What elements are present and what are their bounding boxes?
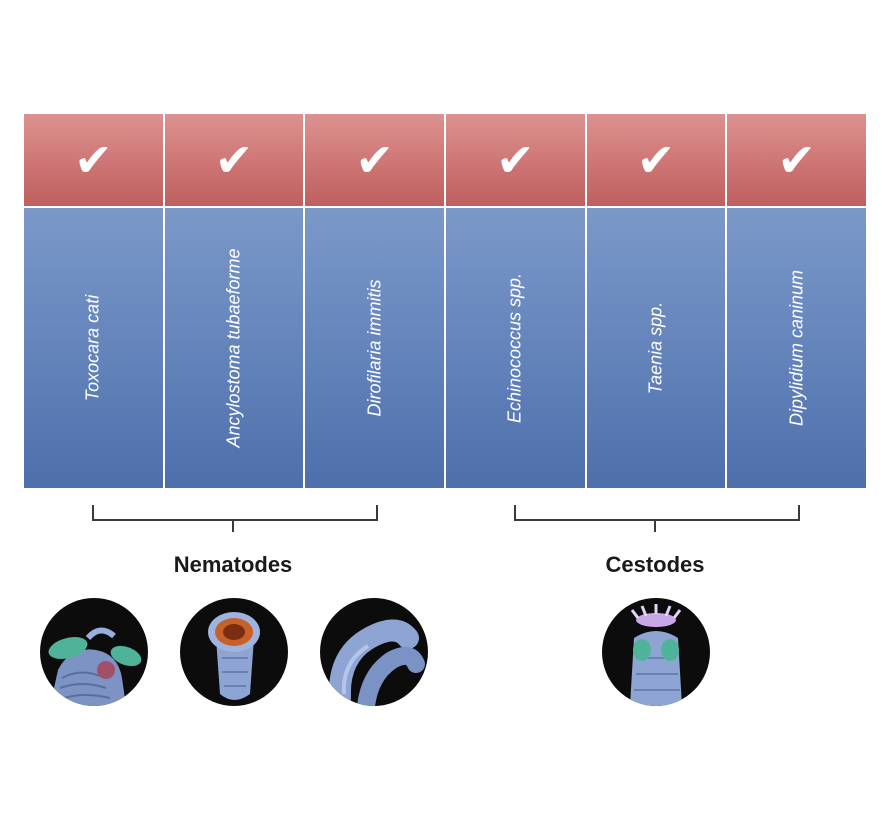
- cestodes-bracket-tick: [654, 520, 656, 532]
- species-cell: Toxocara cati: [24, 208, 163, 488]
- species-cell: Ancylostoma tubaeforme: [164, 208, 304, 488]
- cestodes-label: Cestodes: [605, 552, 705, 577]
- species-name: Dirofilaria immitis: [364, 279, 385, 417]
- dirofilaria-micrograph-icon: [320, 598, 428, 706]
- check-icon: ✔: [496, 133, 535, 187]
- column-echinococcus: ✔ Echinococcus spp.: [446, 114, 585, 488]
- check-cell: ✔: [446, 114, 585, 206]
- nematodes-bracket-tick: [232, 520, 234, 532]
- check-icon: ✔: [636, 133, 676, 187]
- species-cell: Dipylidium caninum: [727, 208, 867, 488]
- species-name: Dipylidium caninum: [786, 269, 807, 427]
- cestode-scolex-micrograph-icon: [602, 598, 710, 706]
- check-cell: ✔: [164, 114, 304, 206]
- check-cell: ✔: [586, 114, 726, 206]
- nematodes-bracket: [92, 505, 378, 521]
- column-taenia: ✔ Taenia spp.: [586, 114, 726, 488]
- species-cell: Echinococcus spp.: [446, 208, 585, 488]
- column-ancylostoma: ✔ Ancylostoma tubaeforme: [164, 114, 304, 488]
- species-name: Toxocara cati: [82, 294, 103, 402]
- species-cell: Dirofilaria immitis: [305, 208, 445, 488]
- column-dirofilaria: ✔ Dirofilaria immitis: [305, 114, 445, 488]
- check-cell: ✔: [305, 114, 445, 206]
- check-cell: ✔: [727, 114, 867, 206]
- cestodes-bracket: [514, 505, 800, 521]
- ancylostoma-micrograph-icon: [180, 598, 288, 706]
- species-name: Taenia spp.: [645, 301, 666, 395]
- species-name: Echinococcus spp.: [504, 272, 525, 424]
- nematodes-label: Nematodes: [173, 552, 293, 577]
- check-icon: ✔: [777, 133, 816, 187]
- check-cell: ✔: [24, 114, 163, 206]
- check-icon: ✔: [214, 133, 254, 187]
- species-name: Ancylostoma tubaeforme: [223, 248, 244, 448]
- parasite-table: ✔ Toxocara cati ✔ Ancylostoma tubaeforme…: [24, 114, 867, 488]
- toxocara-micrograph-icon: [40, 598, 148, 706]
- column-dipylidium: ✔ Dipylidium caninum: [727, 114, 867, 488]
- check-icon: ✔: [74, 133, 113, 187]
- column-toxocara: ✔ Toxocara cati: [24, 114, 163, 488]
- species-cell: Taenia spp.: [586, 208, 726, 488]
- check-icon: ✔: [355, 133, 394, 187]
